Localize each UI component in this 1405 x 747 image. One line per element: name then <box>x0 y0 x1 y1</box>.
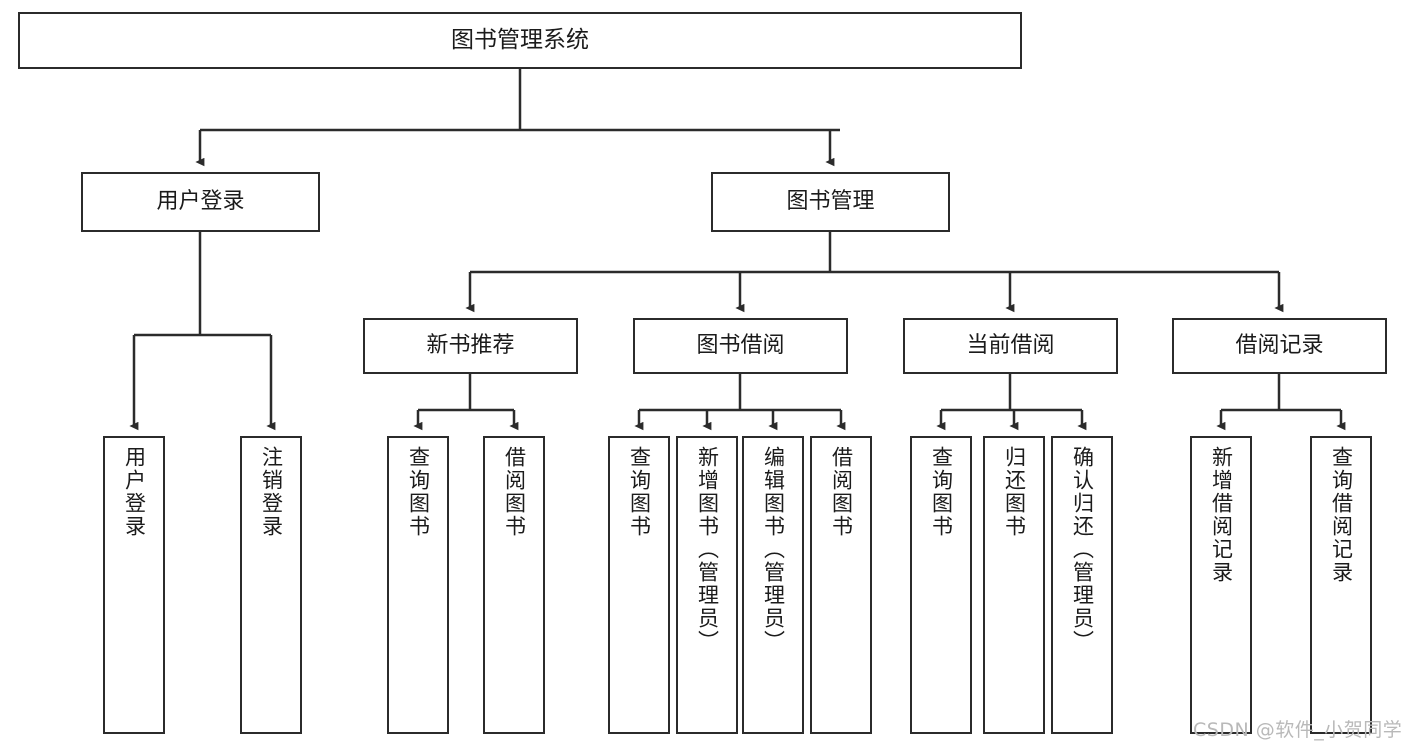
node-new-book-recommend[interactable]: 新书推荐 <box>363 318 578 374</box>
csdn-watermark: CSDN @软件_小贺同学 <box>1193 719 1403 741</box>
leaf-edit-book-label: 编辑图书（管理员） <box>761 446 786 653</box>
node-book-borrow[interactable]: 图书借阅 <box>633 318 848 374</box>
leaf-add-record[interactable]: 新增借阅记录 <box>1190 436 1252 734</box>
leaf-user-login[interactable]: 用户登录 <box>103 436 165 734</box>
leaf-query-book-2[interactable]: 查询图书 <box>608 436 670 734</box>
leaf-return-book-label: 归还图书 <box>1002 446 1027 538</box>
leaf-logout[interactable]: 注销登录 <box>240 436 302 734</box>
leaf-add-record-label: 新增借阅记录 <box>1209 446 1234 584</box>
node-current-borrow-label: 当前借阅 <box>966 333 1055 359</box>
node-borrow-record[interactable]: 借阅记录 <box>1172 318 1387 374</box>
leaf-logout-label: 注销登录 <box>259 446 284 538</box>
leaf-query-record[interactable]: 查询借阅记录 <box>1310 436 1372 734</box>
node-book-manage[interactable]: 图书管理 <box>711 172 950 232</box>
leaf-borrow-book-1[interactable]: 借阅图书 <box>483 436 545 734</box>
leaf-user-login-label: 用户登录 <box>122 446 147 538</box>
leaf-add-book-label: 新增图书（管理员） <box>695 446 720 653</box>
leaf-confirm-return[interactable]: 确认归还（管理员） <box>1051 436 1113 734</box>
leaf-query-book-3-label: 查询图书 <box>929 446 954 538</box>
leaf-query-book-1[interactable]: 查询图书 <box>387 436 449 734</box>
node-borrow-record-label: 借阅记录 <box>1235 333 1324 359</box>
leaf-add-book[interactable]: 新增图书（管理员） <box>676 436 738 734</box>
leaf-query-book-3[interactable]: 查询图书 <box>910 436 972 734</box>
node-book-manage-label: 图书管理 <box>786 189 875 215</box>
leaf-query-record-label: 查询借阅记录 <box>1329 446 1354 584</box>
node-root[interactable]: 图书管理系统 <box>18 12 1022 69</box>
leaf-query-book-1-label: 查询图书 <box>406 446 431 538</box>
node-book-borrow-label: 图书借阅 <box>696 333 785 359</box>
leaf-edit-book[interactable]: 编辑图书（管理员） <box>742 436 804 734</box>
leaf-confirm-return-label: 确认归还（管理员） <box>1070 446 1095 653</box>
node-user-login-label: 用户登录 <box>156 189 245 215</box>
leaf-borrow-book-1-label: 借阅图书 <box>502 446 527 538</box>
leaf-query-book-2-label: 查询图书 <box>627 446 652 538</box>
node-root-label: 图书管理系统 <box>451 27 589 54</box>
node-current-borrow[interactable]: 当前借阅 <box>903 318 1118 374</box>
leaf-borrow-book-2[interactable]: 借阅图书 <box>810 436 872 734</box>
leaf-return-book[interactable]: 归还图书 <box>983 436 1045 734</box>
node-user-login[interactable]: 用户登录 <box>81 172 320 232</box>
leaf-borrow-book-2-label: 借阅图书 <box>829 446 854 538</box>
node-new-book-recommend-label: 新书推荐 <box>426 333 515 359</box>
